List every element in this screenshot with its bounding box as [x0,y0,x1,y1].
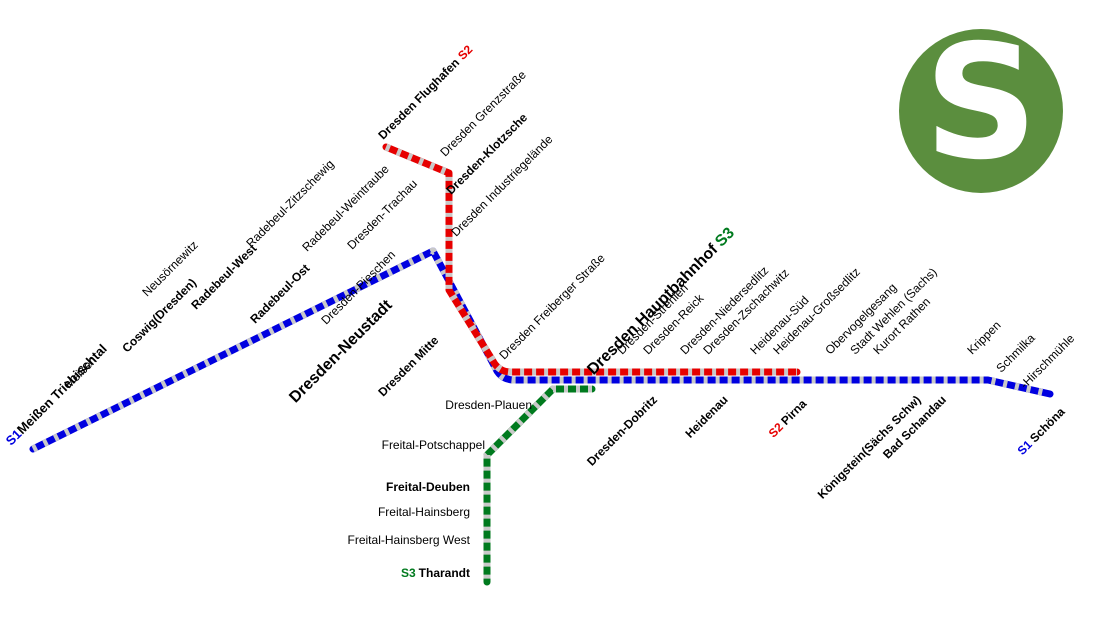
station-label-freital-potschappel: Freital-Potschappel [381,438,485,452]
station-label-freital-hainsberg: Freital-Hainsberg [377,505,470,519]
station-name: Tharandt [418,566,470,580]
s3-badge: S3 [400,566,416,580]
s1-line-stripes [31,247,1051,453]
s3-line [483,385,596,586]
sbahn-logo-letter: S [924,11,1038,195]
station-label-dresden-plauen: Dresden-Plauen [445,398,532,412]
station-label-freital-deuben: Freital-Deuben [385,480,470,494]
s2-line-stripes [384,143,797,376]
sbahn-logo-icon: S [899,24,1063,193]
s3-line-stripes [483,385,592,582]
station-label-freital-hainsberg-west: Freital-Hainsberg West [347,533,470,547]
